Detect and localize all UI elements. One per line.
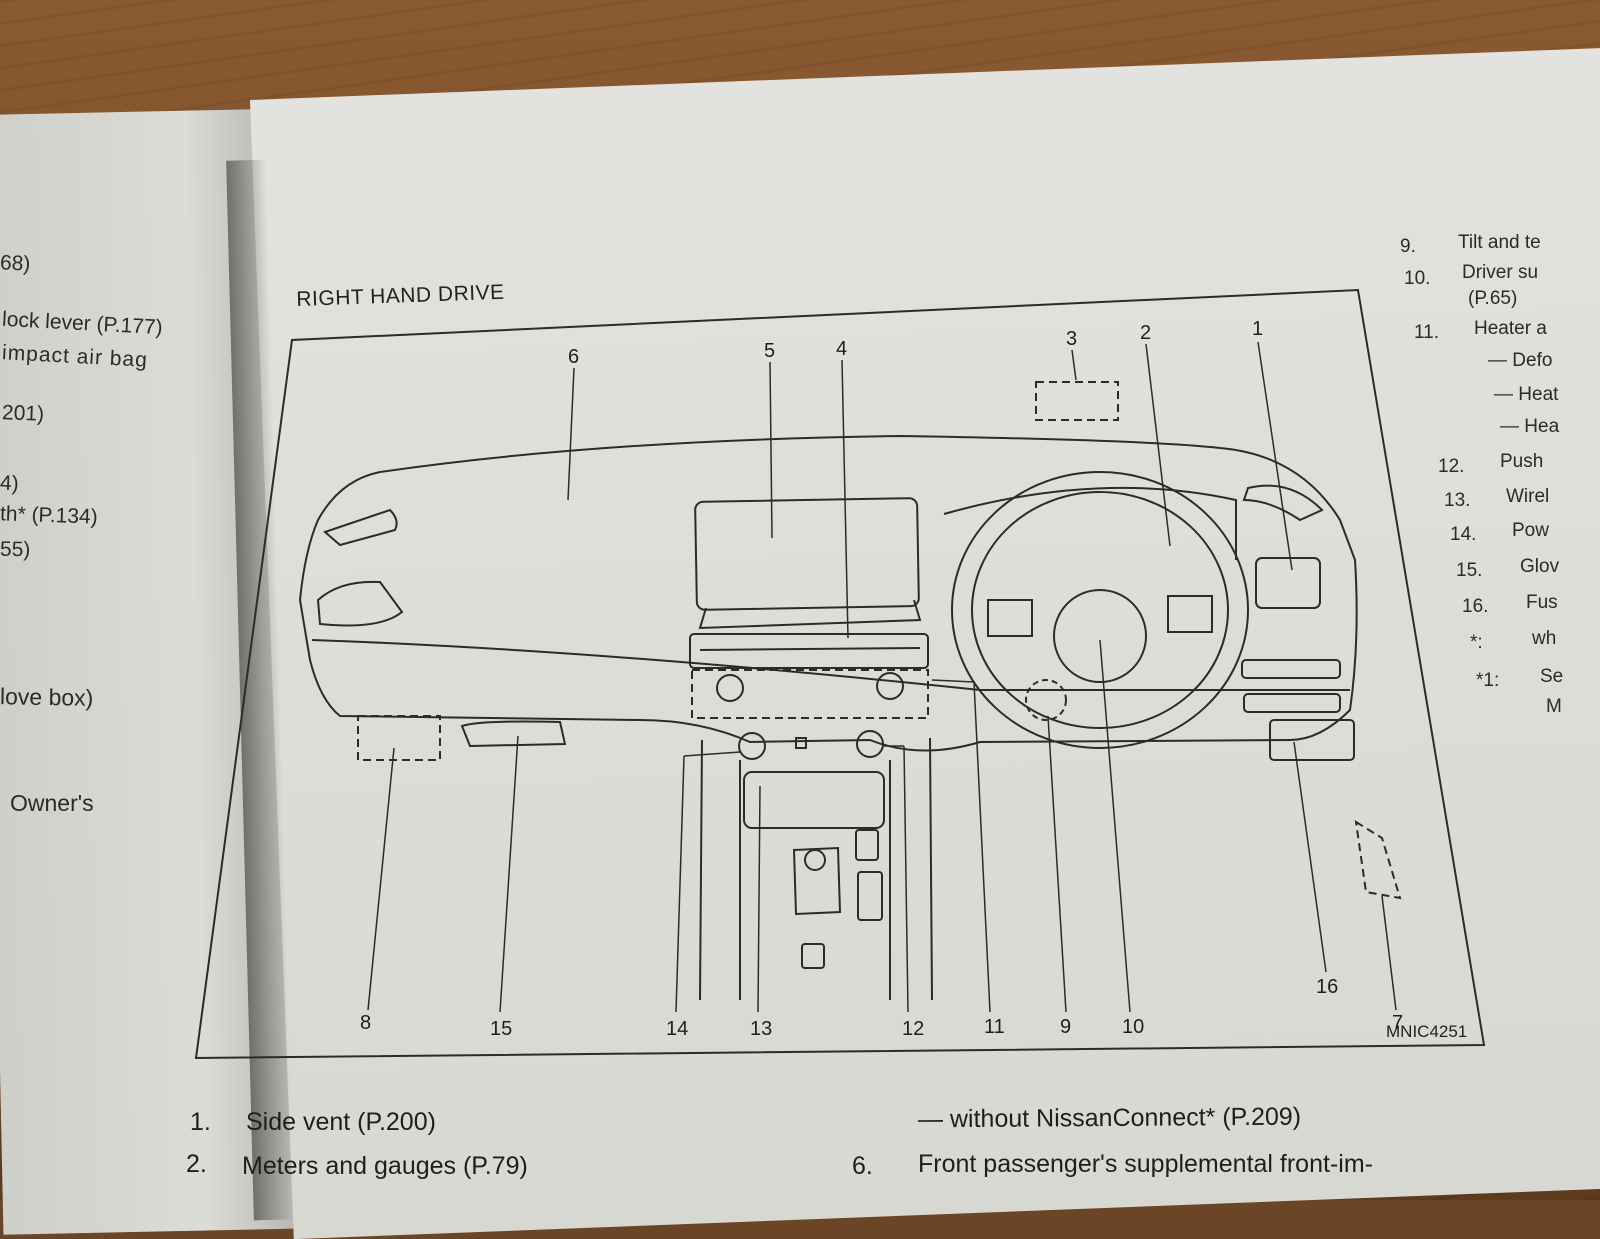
list-text: wh [1532, 628, 1557, 649]
bottom-item-2-text: Meters and gauges (P.79) [242, 1152, 528, 1180]
callout-16: 16 [1316, 976, 1339, 998]
list-num: 14. [1450, 524, 1477, 545]
list-num: 16. [1462, 596, 1489, 617]
bottom-item-6-num: 6. [852, 1152, 873, 1180]
power-outlet-left [738, 732, 766, 760]
callout-3: 3 [1066, 328, 1078, 350]
item-8-dashed [357, 715, 441, 761]
callout-7: 7 [1392, 1012, 1404, 1034]
shifter [792, 846, 842, 916]
list-num: 15. [1456, 560, 1483, 581]
list-text: Push [1500, 451, 1544, 472]
callout-4: 4 [836, 338, 848, 360]
bottom-item-1-num: 1. [190, 1108, 211, 1136]
callout-14: 14 [666, 1018, 689, 1040]
figure-code: MNIC4251 [1386, 1022, 1468, 1041]
driver-airbag-dashed [1025, 679, 1067, 721]
list-text: — Defo [1488, 350, 1553, 371]
callout-1: 1 [1252, 318, 1264, 340]
bottom-item-1-text: Side vent (P.200) [246, 1108, 436, 1136]
list-text: — Hea [1500, 416, 1560, 437]
list-text: Glov [1520, 556, 1560, 577]
wheel-hub [1053, 589, 1147, 683]
list-text: Driver su [1462, 262, 1539, 283]
list-text: — Heat [1494, 384, 1559, 405]
item-3-dashed [1035, 381, 1119, 421]
list-text: Tilt and te [1458, 232, 1541, 253]
list-text: Fus [1526, 592, 1558, 613]
list-text: Se [1540, 666, 1564, 687]
bottom-item-2-num: 2. [186, 1150, 207, 1178]
callout-8: 8 [360, 1012, 372, 1034]
center-console [699, 737, 933, 1001]
list-text: M [1546, 696, 1562, 717]
center-display [694, 497, 920, 611]
list-text: Pow [1512, 520, 1549, 541]
list-num: 12. [1438, 456, 1465, 477]
list-num: *: [1470, 632, 1483, 653]
left-side-vent [323, 508, 398, 547]
callout-11: 11 [984, 1016, 1005, 1038]
figure-frame [194, 288, 1486, 1060]
callout-15: 15 [490, 1018, 513, 1040]
callout-13: 13 [750, 1018, 773, 1040]
list-num: *1: [1476, 670, 1500, 691]
dashboard-diagram [194, 288, 1486, 1060]
callout-6: 6 [568, 346, 580, 368]
list-text: (P.65) [1468, 288, 1518, 309]
center-vents [689, 633, 929, 669]
dashboard-outline [298, 434, 1358, 752]
list-num: 11. [1414, 322, 1440, 343]
list-num: 10. [1404, 268, 1431, 289]
steering-wheel [951, 471, 1249, 749]
bottom-right-line: — without NissanConnect* (P.209) [917, 1102, 1302, 1134]
left-line: Owner's [10, 790, 94, 816]
list-num: 9. [1400, 236, 1416, 257]
callout-10: 10 [1122, 1016, 1145, 1038]
power-outlet-right [856, 730, 884, 758]
left-center-vent [316, 580, 404, 627]
fuse-panel [1269, 719, 1355, 761]
list-text: Heater a [1474, 318, 1547, 339]
list-text: Wirel [1506, 486, 1550, 507]
callout-9: 9 [1060, 1016, 1072, 1038]
list-num: 13. [1444, 490, 1471, 511]
climate-panel [691, 669, 929, 719]
bottom-item-6-text: Front passenger's supplemental front-im- [918, 1150, 1373, 1178]
callout-12: 12 [902, 1018, 925, 1040]
glove-box-handle [460, 720, 567, 748]
right-side-vent [1242, 484, 1324, 522]
right-center-vent [1255, 557, 1321, 609]
item-7-dashed [1354, 820, 1402, 900]
callout-2: 2 [1140, 322, 1152, 344]
callout-5: 5 [764, 340, 776, 362]
